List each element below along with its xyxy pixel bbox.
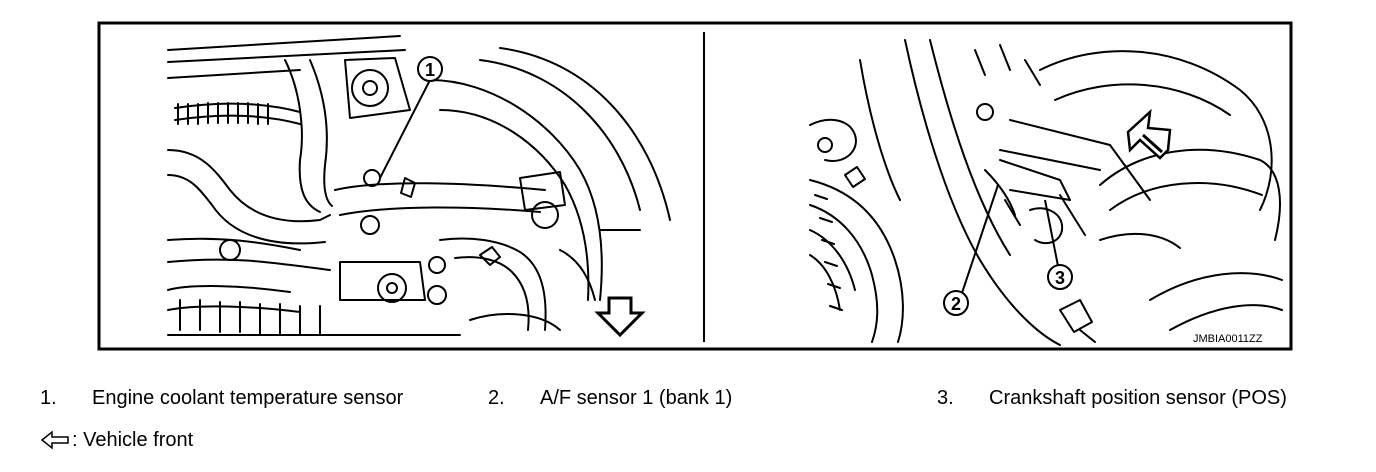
leader-line-1 <box>379 79 431 179</box>
callout-1-marker <box>417 56 443 82</box>
right-panel-engine-art <box>809 39 1283 346</box>
component-direction-arrow-icon <box>1126 108 1172 160</box>
callout-2-label: 2 <box>951 294 961 314</box>
legend-num-3: 3. <box>937 387 954 409</box>
legend-item-1: 1. Engine coolant temperature sensor <box>40 386 403 410</box>
figure-border <box>97 21 1293 351</box>
legend-item-2: 2. A/F sensor 1 (bank 1) <box>488 386 732 410</box>
callout-3-marker <box>1047 264 1073 290</box>
legend-text-2: A/F sensor 1 (bank 1) <box>540 387 733 409</box>
vehicle-front-arrow-icon <box>594 296 646 338</box>
legend-item-3: 3. Crankshaft position sensor (POS) <box>937 386 1287 410</box>
vehicle-front-label: : Vehicle front <box>72 429 194 451</box>
figure-code: JMBIA0011ZZ <box>1193 333 1263 345</box>
callout-3-label: 3 <box>1055 268 1065 288</box>
legend-text-3: Crankshaft position sensor (POS) <box>989 387 1287 409</box>
legend-num-2: 2. <box>488 387 505 409</box>
callout-2: 2 <box>943 184 999 316</box>
legend-text-1: Engine coolant temperature sensor <box>92 387 404 409</box>
callout-2-marker <box>943 290 969 316</box>
callout-1: 1 <box>379 56 443 179</box>
legend-num-1: 1. <box>40 387 57 409</box>
outline-arrow-icon <box>40 430 69 450</box>
vehicle-front-note: : Vehicle front <box>40 428 193 452</box>
leader-line-2 <box>961 184 999 294</box>
callout-1-label: 1 <box>425 60 435 80</box>
callout-3: 3 <box>1044 199 1073 290</box>
left-panel-engine-art <box>167 35 671 336</box>
leader-line-3 <box>1044 199 1059 267</box>
